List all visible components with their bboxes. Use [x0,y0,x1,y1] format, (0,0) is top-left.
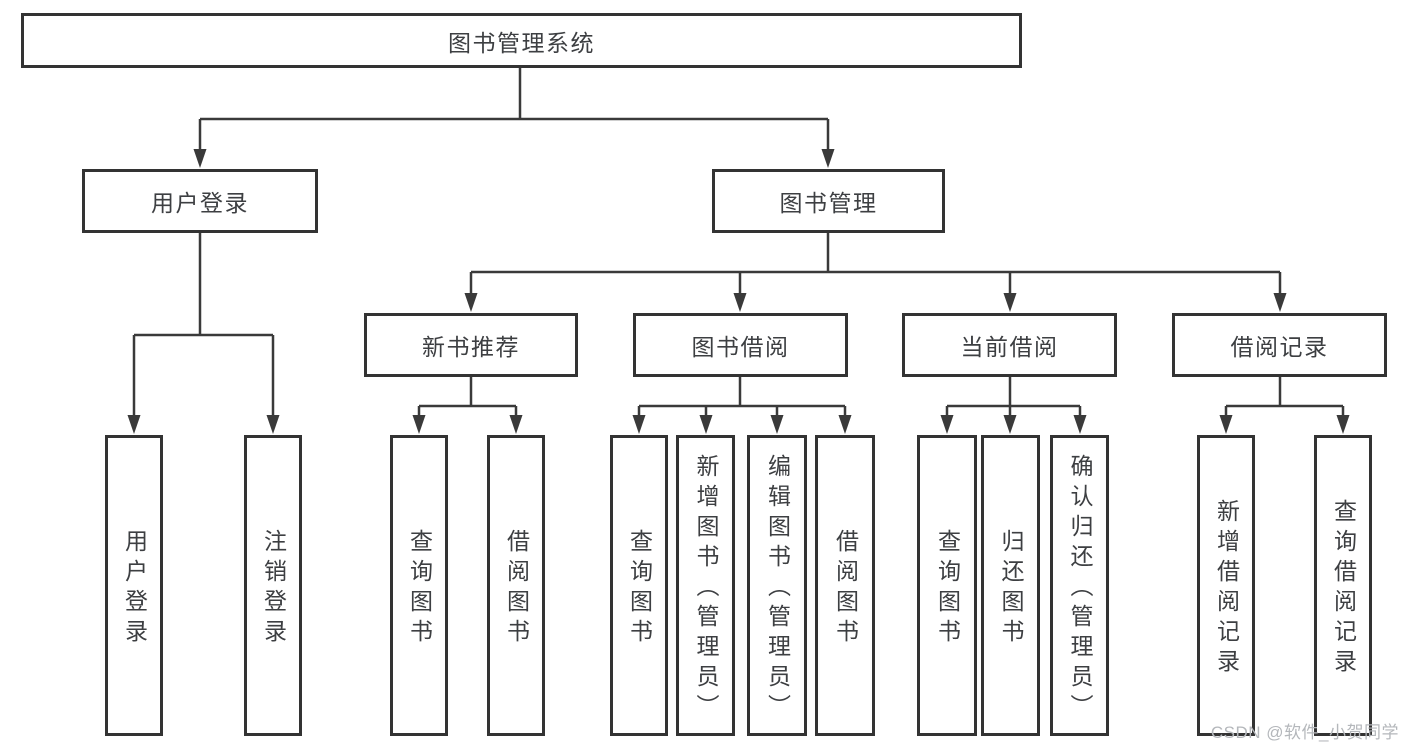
arrow-down-icon [1273,293,1287,312]
node-leaf-query-borrow-record: 查询借阅记录 [1314,435,1372,736]
node-label: 用户登录 [151,190,249,216]
arrow-down-icon [1219,415,1233,434]
node-leaf-logout: 注销登录 [244,435,302,736]
node-book-management: 图书管理 [712,169,945,233]
arrow-down-icon [193,149,207,168]
arrow-down-icon [1003,415,1017,434]
node-label: 借阅图书 [832,529,859,649]
node-borrowing-records: 借阅记录 [1172,313,1387,377]
node-label: 查询图书 [626,529,653,649]
node-leaf-add-book-admin: 新增图书（管理员） [676,435,735,736]
arrow-down-icon [1073,415,1087,434]
node-label: 注销登录 [260,529,287,649]
user-login-branch-connector [127,233,280,434]
node-leaf-query-book-borrowing: 查询图书 [610,435,668,736]
arrow-down-icon [733,293,747,312]
arrow-down-icon [464,293,478,312]
book-management-branch-connector [464,233,1287,312]
node-label: 图书借阅 [691,334,790,360]
csdn-watermark: CSDN @软件_小贺同学 [1210,723,1399,742]
node-new-book-recommend: 新书推荐 [364,313,578,377]
node-book-borrowing: 图书借阅 [633,313,848,377]
node-label: 借阅记录 [1230,334,1329,360]
node-leaf-add-borrow-record: 新增借阅记录 [1197,435,1255,736]
arrow-down-icon [838,415,852,434]
arrow-down-icon [940,415,954,434]
node-label: 当前借阅 [960,334,1059,360]
node-label: 查询图书 [406,529,433,649]
node-label: 编辑图书（管理员） [764,454,791,724]
arrow-down-icon [1003,293,1017,312]
node-user-login: 用户登录 [82,169,318,233]
current-borrowing-connector [940,377,1087,434]
node-label: 新增借阅记录 [1213,499,1240,679]
arrow-down-icon [821,149,835,168]
node-label: 查询借阅记录 [1330,499,1357,679]
node-label: 确认归还（管理员） [1067,454,1093,724]
node-label: 图书管理系统 [448,29,595,56]
node-label: 新书推荐 [422,334,520,360]
node-label: 新增图书（管理员） [693,454,719,724]
new-book-recommend-connector [412,377,523,434]
arrow-down-icon [632,415,646,434]
node-leaf-confirm-return-admin: 确认归还（管理员） [1050,435,1109,736]
node-leaf-edit-book-admin: 编辑图书（管理员） [747,435,807,736]
node-leaf-borrow-book-recommend: 借阅图书 [487,435,545,736]
node-label: 用户登录 [121,529,148,649]
arrow-down-icon [266,415,280,434]
node-leaf-query-book-current: 查询图书 [917,435,977,736]
node-leaf-query-book-recommend: 查询图书 [390,435,448,736]
node-label: 归还图书 [998,529,1024,649]
node-leaf-borrow-book: 借阅图书 [815,435,875,736]
arrow-down-icon [509,415,523,434]
trunk-connector [193,68,835,168]
arrow-down-icon [770,415,784,434]
node-label: 借阅图书 [503,529,530,649]
node-root-library-system: 图书管理系统 [21,13,1022,68]
node-current-borrowing: 当前借阅 [902,313,1117,377]
node-leaf-return-book: 归还图书 [981,435,1040,736]
arrow-down-icon [412,415,426,434]
book-borrowing-connector [632,377,852,434]
node-label: 图书管理 [779,190,878,216]
arrow-down-icon [699,415,713,434]
arrow-down-icon [1336,415,1350,434]
node-leaf-user-login: 用户登录 [105,435,163,736]
node-label: 查询图书 [934,529,961,649]
borrowing-records-connector [1219,377,1350,434]
arrow-down-icon [127,415,141,434]
